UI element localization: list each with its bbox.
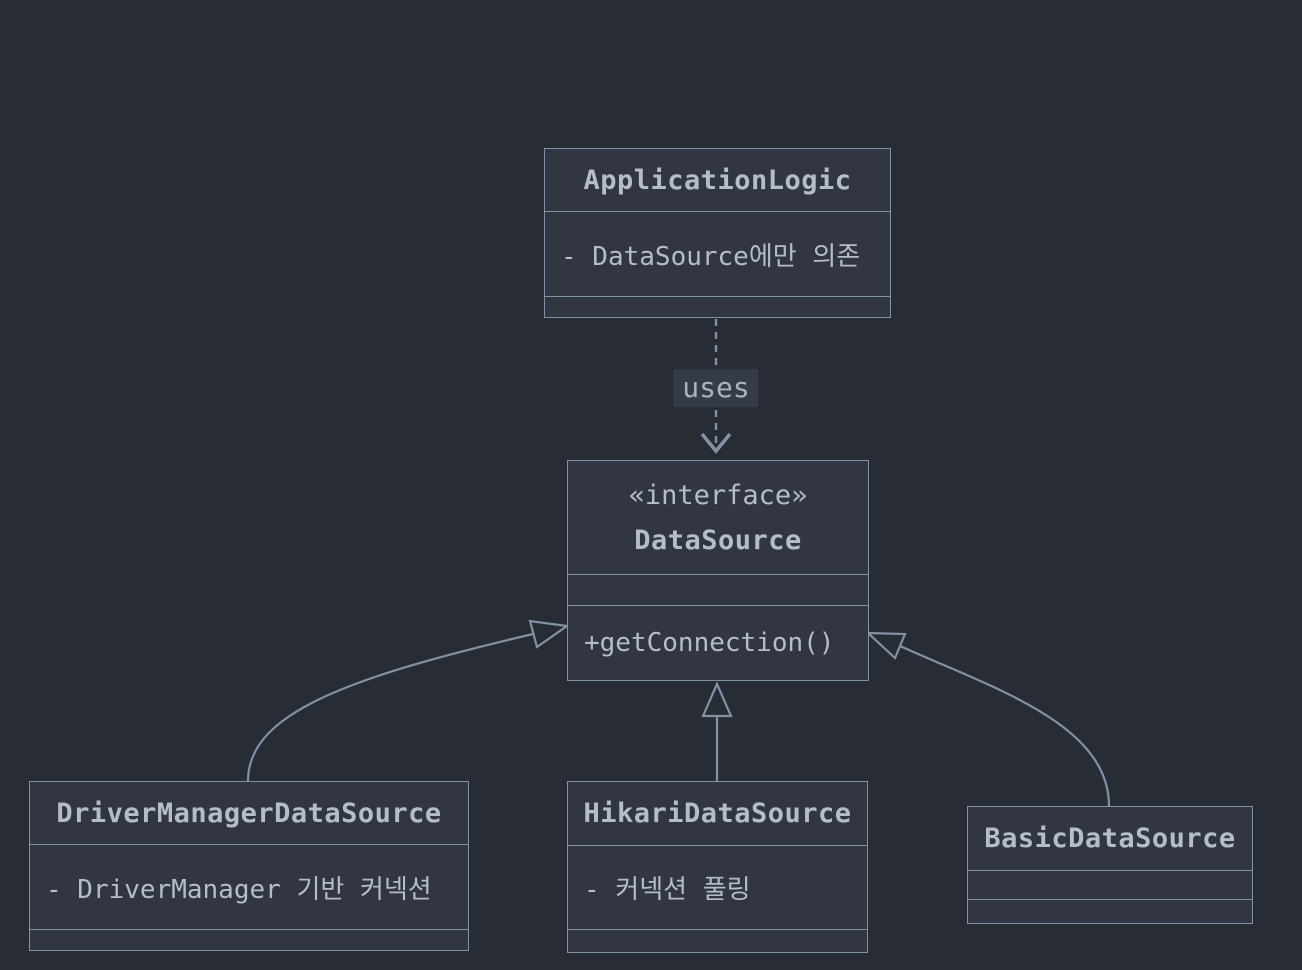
attributes-compartment: - DriverManager 기반 커넥션 [30,845,468,930]
hollow-triangle-arrowhead-icon [865,631,907,660]
class-box-drivermanagerdatasource: DriverManagerDataSource - DriverManager … [29,781,469,951]
methods-compartment-empty [968,900,1252,923]
class-box-datasource: «interface» DataSource +getConnection() [567,460,869,681]
class-box-basicdatasource: BasicDataSource [967,806,1253,924]
class-title-compartment: HikariDataSource [568,782,867,846]
class-title-compartment: BasicDataSource [968,807,1252,871]
class-method: +getConnection() [584,628,835,658]
attributes-compartment-empty [968,871,1252,900]
attributes-compartment-empty [568,575,868,606]
class-box-hikaridatasource: HikariDataSource - 커넥션 풀링 [567,781,868,953]
class-name: BasicDataSource [984,823,1236,854]
stereotype-label: «interface» [628,479,808,511]
hollow-triangle-arrowhead-icon [528,619,570,649]
methods-compartment-empty [568,930,867,952]
class-attribute: - DataSource에만 의존 [561,241,861,272]
methods-compartment: +getConnection() [568,606,868,680]
attributes-compartment: - 커넥션 풀링 [568,846,867,930]
class-title-compartment: DriverManagerDataSource [30,782,468,845]
attributes-compartment: - DataSource에만 의존 [545,212,890,297]
edge-label-uses: uses [673,369,759,407]
class-box-applicationlogic: ApplicationLogic - DataSource에만 의존 [544,148,891,318]
realization-edge-drivermanager [246,632,534,782]
class-attribute: - 커넥션 풀링 [584,875,751,905]
class-title-compartment: «interface» DataSource [568,461,868,575]
dependency-open-arrowhead-icon [700,432,732,454]
realization-edge-basic [899,644,1111,807]
methods-compartment-empty [545,297,890,317]
methods-compartment-empty [30,930,468,950]
class-name: DriverManagerDataSource [56,797,442,829]
class-name: ApplicationLogic [583,164,852,196]
class-name: HikariDataSource [583,798,852,829]
hollow-triangle-arrowhead-icon [701,681,733,718]
class-name: DataSource [634,524,802,556]
class-attribute: - DriverManager 기반 커넥션 [46,874,432,905]
class-title-compartment: ApplicationLogic [545,149,890,212]
